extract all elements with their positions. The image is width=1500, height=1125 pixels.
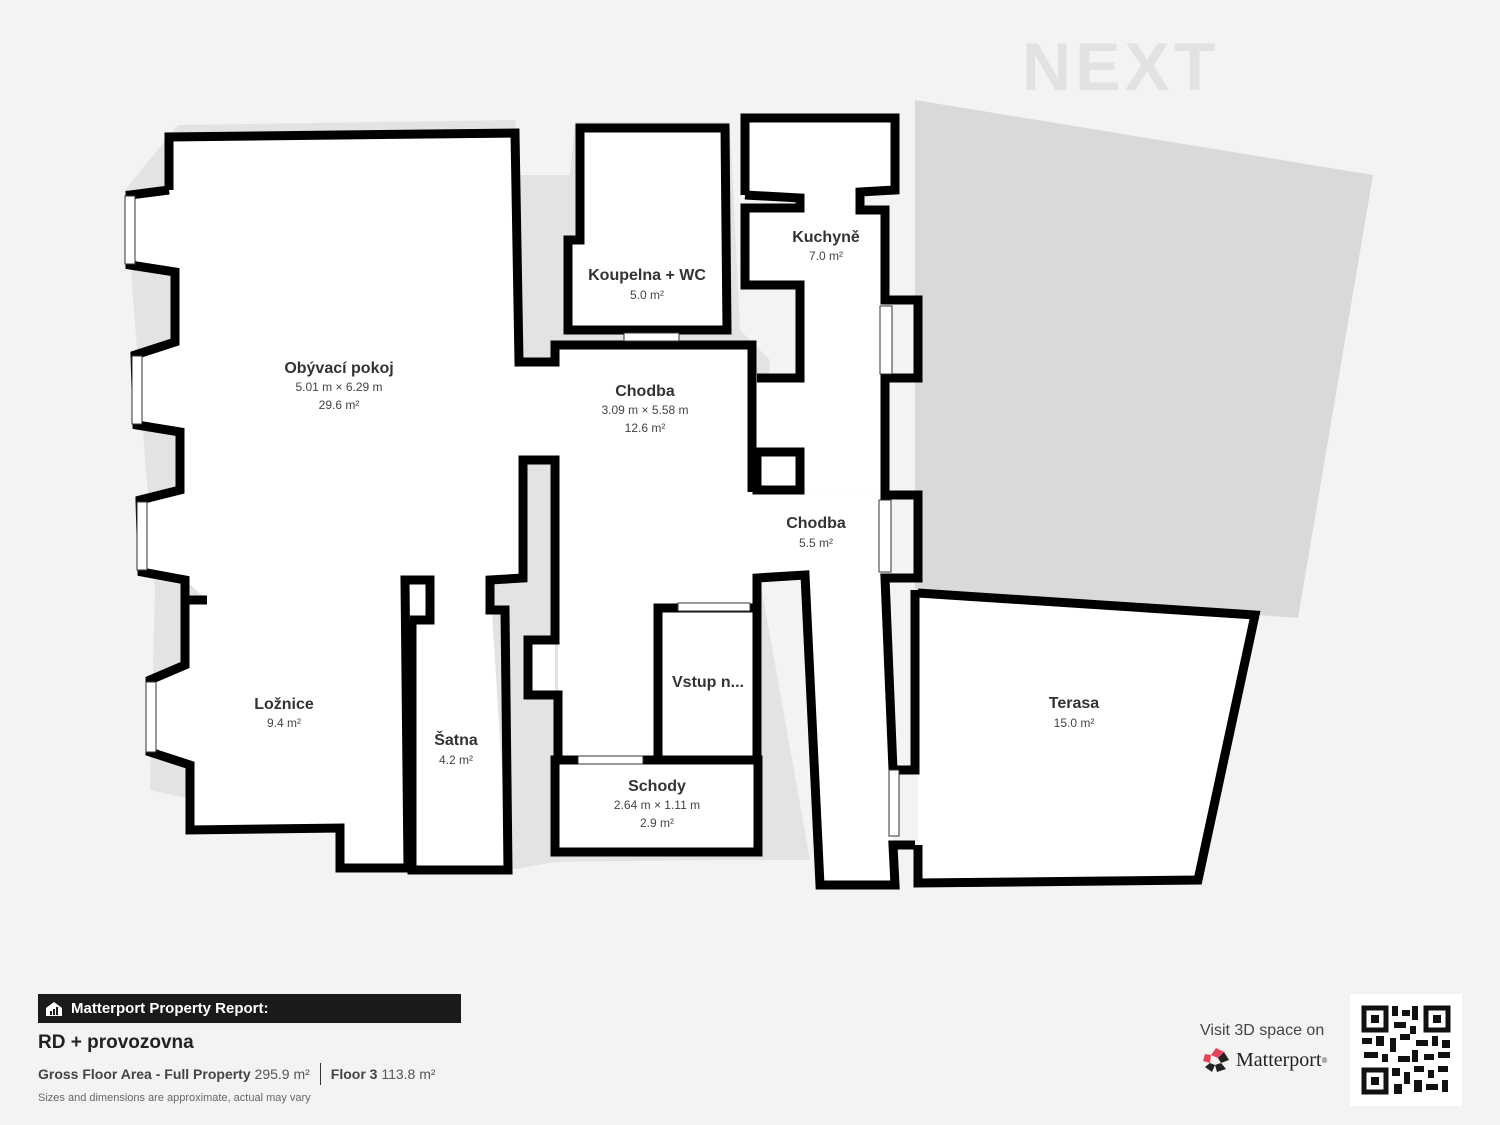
visit-3d-text: Visit 3D space on [1200,1022,1325,1039]
svg-text:2.64 m × 1.11 m: 2.64 m × 1.11 m [614,798,700,812]
room-satna: Šatna 4.2 m² [434,730,478,767]
svg-text:5.5 m²: 5.5 m² [799,536,833,550]
gross-area-value: 295.9 m² [254,1066,310,1082]
room-koupelna: Koupelna + WC 5.0 m² [588,267,706,302]
windows [124,195,900,837]
room-kuchyne: Kuchyně 7.0 m² [792,229,860,263]
gross-area-label: Gross Floor Area - Full Property [38,1066,251,1082]
svg-text:3.09 m × 5.58 m: 3.09 m × 5.58 m [601,403,688,417]
svg-text:7.0 m²: 7.0 m² [809,249,843,263]
svg-text:2.9 m²: 2.9 m² [640,816,674,830]
room-loznice: Ložnice 9.4 m² [254,696,314,730]
room-terasa: Terasa 15.0 m² [1049,695,1100,730]
room-obyvaci-pokoj: Obývací pokoj 5.01 m × 6.29 m 29.6 m² [284,360,393,412]
svg-text:Vstup n...: Vstup n... [672,674,744,691]
qr-code-icon [1361,1005,1451,1095]
svg-text:9.4 m²: 9.4 m² [267,716,301,730]
svg-text:Ložnice: Ložnice [254,696,314,713]
svg-text:Schody: Schody [628,778,686,795]
outdoor-area-shadow [915,100,1373,618]
room-chodba-main: Chodba 3.09 m × 5.58 m 12.6 m² [601,383,688,435]
property-title: RD + provozovna [38,1032,194,1053]
report-header: Matterport Property Report: [38,994,461,1023]
matterport-brand: Matterport [1236,1048,1322,1071]
svg-text:4.2 m²: 4.2 m² [439,753,473,767]
floor-area-value: 113.8 m² [381,1066,436,1082]
svg-text:12.6 m²: 12.6 m² [625,421,666,435]
walls [125,113,1261,890]
house-chart-icon [46,1001,62,1016]
registered-mark: ® [1321,1055,1328,1065]
disclaimer: Sizes and dimensions are approximate, ac… [38,1092,311,1104]
next-logo: NEXT [1022,29,1220,105]
room-chodba-small: Chodba 5.5 m² [786,515,846,550]
divider [319,1063,321,1085]
report-header-label: Matterport Property Report: [71,1000,269,1017]
svg-text:Obývací pokoj: Obývací pokoj [284,360,393,377]
svg-text:Koupelna + WC: Koupelna + WC [588,267,706,284]
floor-label: Floor 3 [330,1066,378,1082]
svg-text:Chodba: Chodba [615,383,675,400]
room-vstup: Vstup n... [672,674,744,691]
svg-text:5.0 m²: 5.0 m² [630,288,664,302]
matterport-link[interactable]: Matterport® [1202,1047,1328,1073]
svg-text:Terasa: Terasa [1049,695,1100,712]
svg-text:Kuchyně: Kuchyně [792,229,860,246]
svg-text:15.0 m²: 15.0 m² [1054,716,1095,730]
qr-code[interactable] [1350,994,1462,1106]
svg-text:29.6 m²: 29.6 m² [319,398,360,412]
svg-text:5.01 m × 6.29 m: 5.01 m × 6.29 m [295,380,382,394]
matterport-logo-icon [1203,1048,1229,1072]
svg-text:Šatna: Šatna [434,730,478,749]
room-schody: Schody 2.64 m × 1.11 m 2.9 m² [614,778,700,830]
area-summary: Gross Floor Area - Full Property 295.9 m… [38,1063,436,1085]
svg-text:Chodba: Chodba [786,515,846,532]
